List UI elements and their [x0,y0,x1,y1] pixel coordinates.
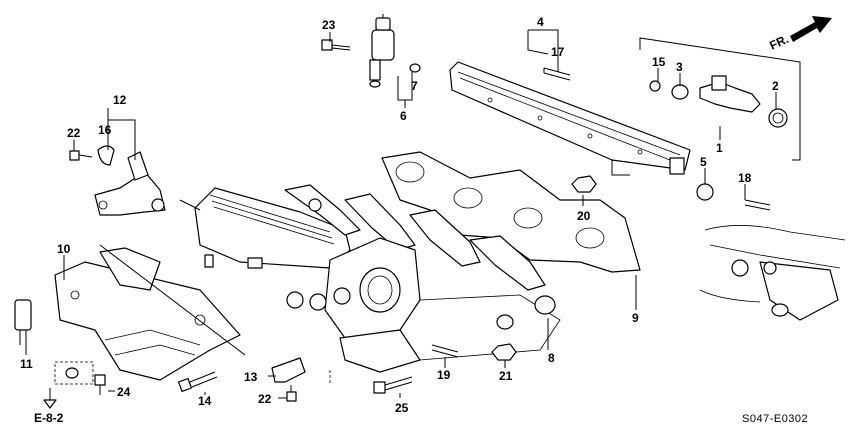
stud-19 [431,344,459,358]
callout-8: 8 [548,351,555,365]
diagram-code: S047-E0302 [742,413,808,425]
stud-17 [543,67,571,81]
down-arrow-icon [43,399,57,409]
callout-7: 7 [411,79,418,93]
callout-16: 16 [98,123,112,137]
intake-manifold [194,184,561,373]
front-arrow-icon [790,16,832,42]
callout-21: 21 [499,369,513,383]
callout-2: 2 [772,79,779,93]
callout-1: 1 [716,141,723,155]
reference-arrow [43,388,57,409]
bracket-13 [271,357,306,383]
callout-23: 23 [322,18,336,32]
bolt-22-lower [286,385,297,402]
callout-25: 25 [395,401,409,415]
callout-9: 9 [632,311,639,325]
bolt-24 [94,374,106,395]
callout-6: 6 [400,109,407,123]
leader-lines [25,29,777,399]
fuel-rail [449,61,691,175]
fuel-pressure-regulator [369,14,395,88]
callout-labels: 1 2 3 4 5 6 7 8 9 10 11 12 13 14 15 16 1… [20,15,779,415]
callout-15: 15 [652,55,666,69]
nut-20 [571,175,597,193]
callout-13: 13 [244,370,258,384]
callout-4: 4 [537,15,544,29]
callout-22-lower: 22 [258,392,272,406]
bolt-14 [177,371,218,393]
collar-5 [696,183,714,201]
connector-11 [14,299,32,345]
callout-11: 11 [20,357,33,371]
o-ring-7 [409,63,421,73]
callout-12: 12 [113,93,127,107]
callout-22-upper: 22 [67,126,81,140]
nut-21 [491,343,517,361]
stud-18 [744,199,771,211]
fuel-injector [649,75,788,128]
callout-5: 5 [700,155,707,169]
clip-16 [97,145,115,166]
callout-20: 20 [577,209,591,223]
callout-18: 18 [738,171,752,185]
bolt-25 [373,376,413,394]
bolt-23 [321,39,351,51]
callout-24: 24 [117,385,131,399]
callout-17: 17 [551,45,565,59]
bolt-22-upper [69,150,93,161]
callout-10: 10 [57,242,71,256]
reference-label: E-8-2 [34,411,64,425]
callout-14: 14 [198,394,212,408]
bracket-10 [54,247,241,381]
callout-19: 19 [437,368,451,382]
cylinder-head-detail [699,225,846,321]
bracket-12 [94,151,166,216]
front-direction-indicator: FR. [767,16,832,53]
front-direction-label: FR. [767,32,790,53]
callout-3: 3 [676,60,683,74]
